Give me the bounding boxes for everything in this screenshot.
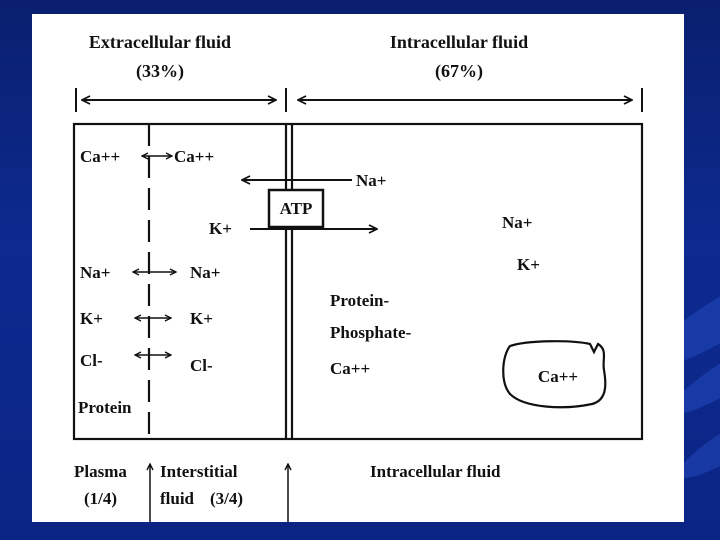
atp-pump-label: ATP xyxy=(280,199,313,218)
footer-plasma: Plasma xyxy=(74,462,127,481)
compartment-box xyxy=(72,122,644,441)
intracellular-percent: (67%) xyxy=(435,61,483,82)
extracellular-title: Extracellular fluid xyxy=(89,32,231,52)
slide-panel: Extracellular fluid (33%) Intracellular … xyxy=(32,14,684,522)
footer-interstitial: Interstitial xyxy=(160,462,238,481)
intracellular-title: Intracellular fluid xyxy=(390,32,528,52)
plasma-ion-na: Na+ xyxy=(80,263,110,282)
fluid-compartments-diagram: Extracellular fluid (33%) Intracellular … xyxy=(72,32,644,522)
intracellular-protein: Protein- xyxy=(330,291,390,310)
footer-interstitial-fraction: (3/4) xyxy=(210,489,243,508)
atp-pump-box xyxy=(267,188,325,229)
intracellular-ion-k: K+ xyxy=(517,255,540,274)
footer-interstitial-fluid: fluid xyxy=(160,489,195,508)
interstitial-ion-cl: Cl- xyxy=(190,356,213,375)
interstitial-ion-na: Na+ xyxy=(190,263,220,282)
plasma-ion-k: K+ xyxy=(80,309,103,328)
pump-out-ion-na: Na+ xyxy=(356,171,386,190)
interstitial-ion-k: K+ xyxy=(190,309,213,328)
extracellular-span-arrow xyxy=(75,88,287,112)
plasma-ion-cl: Cl- xyxy=(80,351,103,370)
footer-intracellular: Intracellular fluid xyxy=(370,462,501,481)
intracellular-ca: Ca++ xyxy=(330,359,370,378)
intracellular-phosphate: Phosphate- xyxy=(330,323,412,342)
plasma-protein: Protein xyxy=(78,398,132,417)
plasma-ion-ca: Ca++ xyxy=(80,147,120,166)
intracellular-ion-na: Na+ xyxy=(502,213,532,232)
intracellular-span-arrow xyxy=(298,88,643,112)
extracellular-percent: (33%) xyxy=(136,61,184,82)
footer-plasma-fraction: (1/4) xyxy=(84,489,117,508)
organelle-ca-label: Ca++ xyxy=(538,367,578,386)
organelle-outline xyxy=(502,340,607,409)
interstitial-ion-ca: Ca++ xyxy=(174,147,214,166)
pump-in-ion-k: K+ xyxy=(209,219,232,238)
